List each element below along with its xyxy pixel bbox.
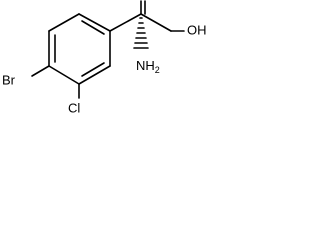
chloro-label: Cl bbox=[68, 100, 80, 115]
structure-diagram: Br Cl OH NH2 bbox=[0, 0, 240, 135]
alpha-carbon-bond bbox=[109, 13, 142, 32]
amino-label: NH2 bbox=[136, 58, 160, 75]
amino-subscript-label: 2 bbox=[155, 65, 160, 75]
hashed-wedge-bond bbox=[133, 17, 149, 49]
molecule-svg: Br Cl OH NH2 bbox=[2, 0, 207, 115]
ring-bond-1 bbox=[78, 13, 111, 32]
ring-bond-6 bbox=[48, 13, 80, 32]
hydroxyl-label: OH bbox=[187, 22, 207, 37]
ring-bond-4 bbox=[48, 65, 80, 85]
carbonyl-single-bond bbox=[140, 13, 172, 32]
ring-bond-3 bbox=[78, 65, 111, 85]
bromo-label: Br bbox=[2, 72, 16, 87]
ring-double-bond-inner-1 bbox=[81, 20, 105, 35]
amino-main-label: NH bbox=[136, 58, 155, 73]
bromo-bond bbox=[31, 65, 50, 77]
benzene-ring bbox=[48, 13, 111, 85]
ring-double-bond-inner-2 bbox=[81, 62, 105, 77]
